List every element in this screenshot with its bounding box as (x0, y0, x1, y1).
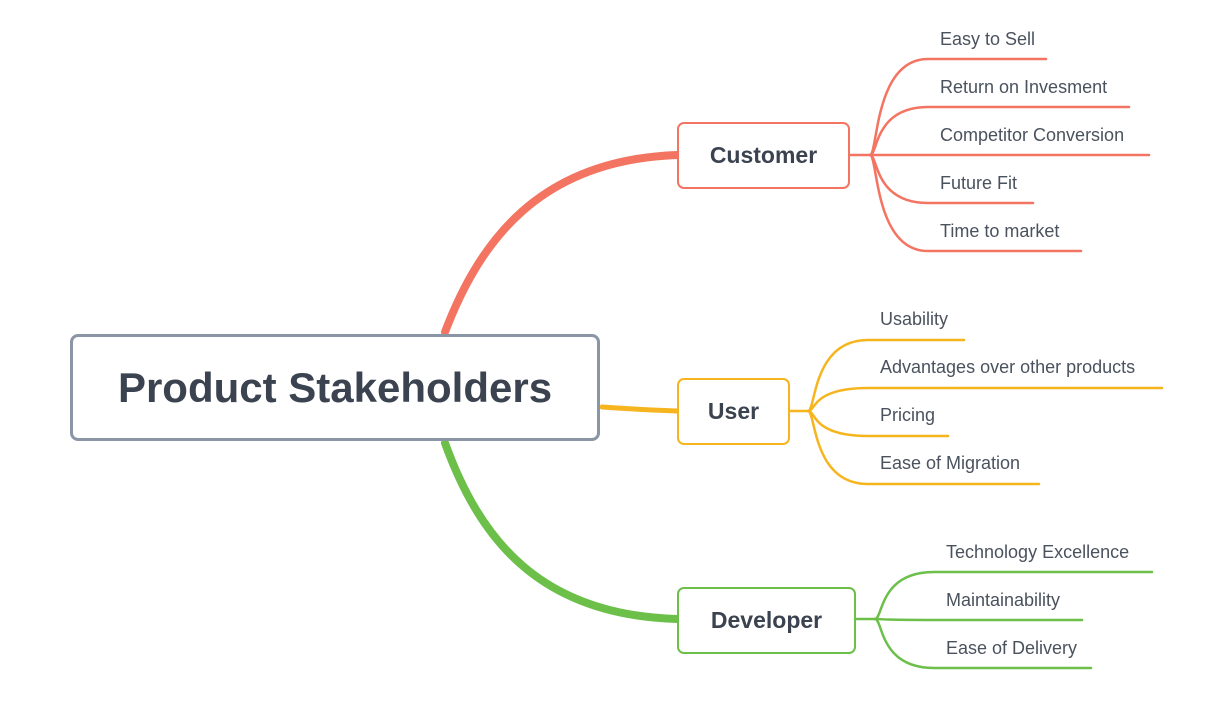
connector-customer-leaf-4 (868, 153, 1083, 253)
topic-user[interactable]: User (677, 378, 790, 445)
leaf-future-fit[interactable]: Future Fit (940, 173, 1018, 193)
connector-developer-leaf-1 (873, 617, 1084, 622)
leaf-ease-of-migration[interactable]: Ease of Migration (880, 453, 1021, 473)
leaf-return-on-invesment[interactable]: Return on Invesment (940, 77, 1108, 97)
connector-developer-leaf-2 (873, 617, 1093, 670)
connector-root-developer (441, 439, 681, 623)
topic-customer-label: Customer (709, 142, 818, 168)
leaf-pricing[interactable]: Pricing (880, 405, 936, 425)
leaf-time-to-market[interactable]: Time to market (940, 221, 1060, 241)
connector-user-leaf-3 (806, 409, 1041, 486)
leaf-technology-excellence[interactable]: Technology Excellence (946, 542, 1130, 562)
connector-customer-leaf-1 (868, 105, 1131, 157)
connector-developer-leaf-0 (873, 570, 1154, 621)
connector-user-leaf-0 (806, 338, 966, 413)
connector-root-user (599, 404, 680, 414)
connector-user-leaf-1 (806, 386, 1164, 413)
leaf-maintainability[interactable]: Maintainability (946, 590, 1061, 610)
topic-customer[interactable]: Customer (677, 122, 850, 189)
topic-developer[interactable]: Developer (677, 587, 856, 654)
topic-user-label: User (707, 398, 760, 424)
leaf-competitor-conversion[interactable]: Competitor Conversion (940, 125, 1125, 145)
root-topic-product-stakeholders[interactable]: Product Stakeholders (70, 334, 600, 441)
root-topic-label: Product Stakeholders (117, 363, 553, 411)
leaf-ease-of-delivery[interactable]: Ease of Delivery (946, 638, 1078, 658)
leaf-advantages-over-other-products[interactable]: Advantages over other products (880, 357, 1136, 377)
leaf-usability[interactable]: Usability (880, 309, 949, 329)
connector-root-customer (441, 151, 681, 336)
leaf-easy-to-sell[interactable]: Easy to Sell (940, 29, 1036, 49)
topic-developer-label: Developer (710, 607, 823, 633)
